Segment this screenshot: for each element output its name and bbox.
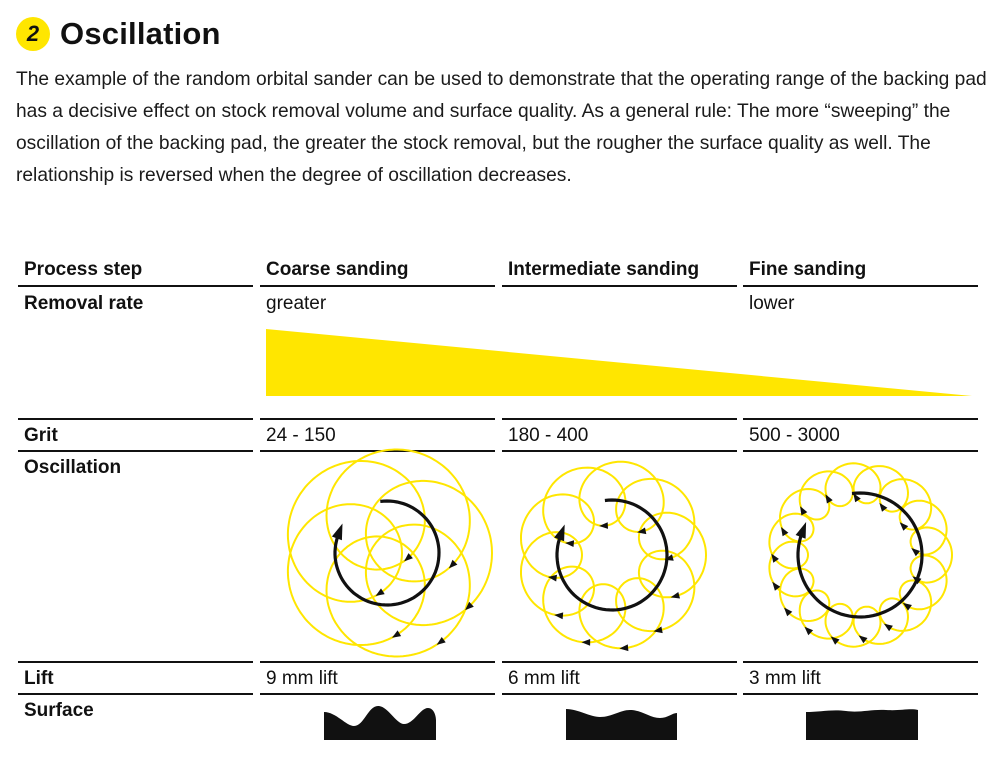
row-divider-process-step [743, 285, 978, 287]
grit-coarse: 24 - 150 [266, 425, 336, 446]
column-header-coarse: Coarse sanding [266, 259, 409, 280]
grit-label: Grit [24, 425, 58, 446]
oscillation-tip-arrow [911, 548, 921, 557]
oscillation-tip-arrow [830, 636, 840, 645]
oscillation-tip-arrow [664, 554, 674, 561]
surface-profile-fine [806, 709, 918, 740]
row-divider-lift-top [743, 661, 978, 663]
oscillation-tip-arrow [858, 635, 868, 644]
row-divider-lift-top [18, 661, 253, 663]
oscillation-tip-arrow [375, 588, 385, 596]
oscillation-tip-arrow [436, 637, 446, 645]
row-divider-lift-top [502, 661, 737, 663]
row-divider-grit-top [18, 418, 253, 420]
oscillation-tip-arrow [800, 506, 808, 516]
removal-rate-low: lower [749, 293, 795, 314]
surface-profile-medium [566, 709, 677, 740]
oscillation-tip-arrow [899, 522, 909, 531]
row-divider-grit-bottom [743, 450, 978, 452]
removal-rate-high: greater [266, 293, 327, 314]
row-divider-process-step [18, 285, 253, 287]
row-divider-process-step [260, 285, 495, 287]
row-divider-lift-bottom [18, 693, 253, 695]
column-header-intermediate: Intermediate sanding [508, 259, 700, 280]
oscillation-tip-arrow [912, 576, 922, 585]
row-divider-grit-bottom [18, 450, 253, 452]
oscillation-tip-arrow [879, 502, 888, 512]
oscillation-path [286, 448, 493, 658]
section-title: Oscillation [60, 16, 221, 51]
oscillation-label: Oscillation [24, 457, 122, 478]
lift-fine: 3 mm lift [749, 668, 821, 689]
oscillation-path [520, 460, 707, 650]
oscillation-tip-arrow [772, 581, 781, 591]
row-divider-lift-bottom [260, 693, 495, 695]
oscillation-tip-arrow [548, 574, 557, 582]
row-divider-grit-top [743, 418, 978, 420]
surface-profile-rough [324, 706, 436, 740]
grit-intermediate: 180 - 400 [508, 425, 589, 446]
oscillation-tip-arrow [448, 559, 458, 569]
intro-paragraph: The example of the random orbital sander… [16, 69, 987, 186]
lift-intermediate: 6 mm lift [508, 668, 580, 689]
lift-coarse: 9 mm lift [266, 668, 338, 689]
row-divider-grit-bottom [260, 450, 495, 452]
oscillation-tip-arrow [581, 639, 591, 646]
oscillation-tip-arrow [902, 602, 912, 611]
oscillation-tip-arrow [771, 553, 779, 563]
row-divider-process-step [502, 285, 737, 287]
oscillation-tip-arrow [392, 630, 402, 638]
row-divider-grit-top [260, 418, 495, 420]
process-step-label: Process step [24, 259, 143, 280]
oscillation-tip-arrow [599, 522, 608, 529]
section-number-badge: 2 [16, 17, 50, 51]
row-divider-lift-top [260, 661, 495, 663]
rotation-arrowhead [554, 524, 565, 542]
oscillation-tip-arrow [653, 626, 663, 634]
row-divider-grit-bottom [502, 450, 737, 452]
surface-label: Surface [24, 700, 94, 721]
rotation-arrow [555, 498, 669, 612]
oscillation-diagram-fine [768, 462, 953, 648]
row-divider-lift-bottom [502, 693, 737, 695]
oscillation-tip-arrow [554, 612, 564, 620]
grit-fine: 500 - 3000 [749, 425, 840, 446]
row-divider-grit-top [502, 418, 737, 420]
rotation-arrowhead [331, 523, 343, 541]
column-header-fine: Fine sanding [749, 259, 867, 280]
oscillation-path [768, 462, 953, 648]
oscillation-tip-arrow [465, 601, 474, 611]
oscillation-tip-arrow [670, 592, 680, 599]
rotation-arrowhead [795, 522, 807, 539]
oscillation-diagram-coarse [286, 448, 493, 658]
oscillation-tip-arrow [404, 553, 413, 562]
section-header: 2 Oscillation [16, 14, 221, 54]
lift-label: Lift [24, 668, 54, 689]
oscillation-tip-arrow [825, 494, 833, 504]
rotation-arrow [333, 499, 441, 607]
oscillation-diagram-intermediate [520, 460, 707, 652]
oscillation-tip-arrow [883, 623, 893, 632]
oscillation-tip-arrow [784, 607, 793, 617]
removal-rate-label: Removal rate [24, 293, 144, 314]
oscillation-tip-arrow [637, 527, 647, 535]
row-divider-lift-bottom [743, 693, 978, 695]
oscillation-tip-arrow [781, 527, 789, 537]
oscillation-tip-arrow [565, 540, 575, 547]
oscillation-tip-arrow [619, 644, 629, 652]
oscillation-tip-arrow [804, 626, 814, 636]
oscillation-tip-arrow [853, 493, 861, 503]
rotation-arrow [796, 491, 924, 619]
